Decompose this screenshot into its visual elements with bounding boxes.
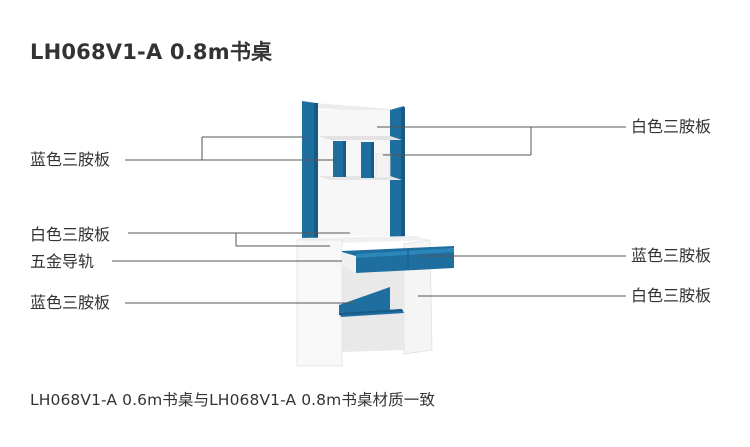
lower-blue-shelf	[339, 287, 390, 313]
label-right-blue-panel: 蓝色三胺板	[631, 246, 712, 265]
label-right-white-panel-lower: 白色三胺板	[631, 286, 712, 305]
callout-lines	[112, 126, 626, 304]
page-title: LH068V1-A 0.8m书桌	[30, 40, 273, 64]
hutch-left-blue-panel	[302, 101, 316, 238]
label-left-white-panel: 白色三胺板	[30, 225, 111, 244]
material-footnote: LH068V1-A 0.6m书桌与LH068V1-A 0.8m书桌材质一致	[30, 391, 435, 409]
hutch-upper-shelf	[318, 136, 402, 140]
label-left-blue-panel-lower: 蓝色三胺板	[30, 293, 111, 312]
hutch-white-divider	[375, 153, 391, 179]
hutch-blue-divider-2	[361, 142, 374, 178]
label-left-blue-panel: 蓝色三胺板	[30, 150, 111, 169]
label-right-white-panel: 白色三胺板	[631, 117, 712, 136]
hutch-blue-divider-1	[333, 141, 346, 177]
label-hardware-rail: 五金导轨	[30, 252, 95, 271]
